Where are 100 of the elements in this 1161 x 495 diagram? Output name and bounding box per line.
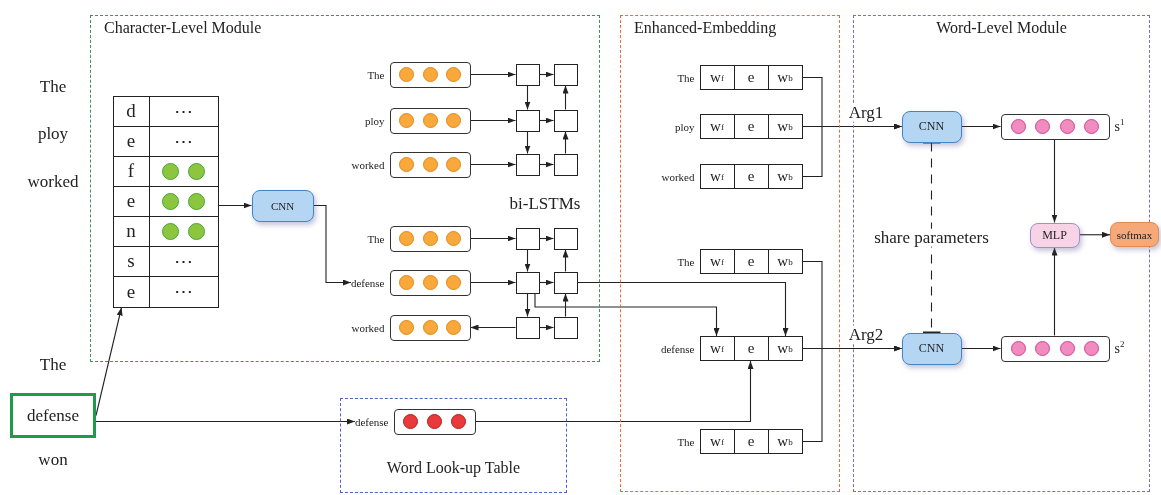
- lstm-cell: [553, 153, 578, 176]
- module-caption: bi-LSTMs: [509, 194, 581, 214]
- arrow: [524, 248, 531, 273]
- table-cell: e: [113, 276, 150, 307]
- arrow: [801, 345, 903, 443]
- embedding-cell: e: [733, 65, 769, 90]
- lstm-cell: [515, 63, 540, 86]
- lstm-cell: [515, 153, 540, 176]
- arrow: [524, 292, 531, 318]
- table-cell: e: [113, 186, 150, 217]
- word-label: ploy: [674, 120, 695, 133]
- layer-box: MLP: [1029, 222, 1080, 248]
- arrow: [960, 123, 1002, 130]
- arrow: [801, 123, 903, 178]
- edge-label: share parameters: [872, 228, 991, 247]
- arrow: [1078, 231, 1111, 238]
- word-label: defense: [660, 342, 695, 355]
- word-label: The: [367, 232, 385, 245]
- arrow: [95, 418, 356, 425]
- arrow: [538, 71, 555, 78]
- layer-box: CNN: [901, 110, 962, 143]
- table-cell-text: ⋯: [173, 280, 194, 304]
- sentence-word: The: [39, 77, 67, 97]
- edge-label: Arg1: [846, 103, 886, 122]
- sentence-word: The: [39, 355, 67, 375]
- lstm-cell: [553, 227, 578, 250]
- sentence-word: won: [38, 450, 68, 470]
- lstm-cell: [515, 109, 540, 132]
- lstm-cell: [515, 271, 540, 294]
- dashed-module-frame: [620, 15, 840, 492]
- arrow: [95, 306, 123, 417]
- module-title: Word Look-up Table: [386, 459, 521, 477]
- lstm-cell: [515, 227, 540, 250]
- embedding-cell: e: [733, 429, 769, 454]
- arrow: [562, 248, 569, 273]
- word-label: The: [677, 435, 695, 448]
- word-label: The: [677, 71, 695, 84]
- character-table: [112, 95, 219, 308]
- word-label: The: [367, 68, 385, 81]
- arrow: [312, 204, 352, 286]
- arrow: [524, 130, 531, 155]
- word-label: defense: [350, 276, 385, 289]
- arrow: [469, 161, 517, 168]
- module-title: Word-Level Module: [936, 19, 1067, 37]
- module-title: Enhanced-Embedding: [634, 19, 777, 37]
- embedding-cell: e: [733, 164, 769, 189]
- lstm-cell: [553, 63, 578, 86]
- word-label: worked: [661, 170, 695, 183]
- arrow: [217, 202, 253, 209]
- arrow: [469, 324, 517, 331]
- arrow: [576, 281, 789, 337]
- table-cell: ⋯: [149, 126, 218, 157]
- vector-label: s$^{1}$: [1114, 118, 1125, 135]
- layer-box: CNN: [251, 189, 314, 222]
- embedding-cell: e: [733, 114, 769, 139]
- lstm-cell: [553, 109, 578, 132]
- table-cell: f: [113, 156, 150, 187]
- arrow: [469, 279, 517, 286]
- lstm-cell: [553, 316, 578, 339]
- arrow: [469, 117, 517, 124]
- word-label: worked: [351, 158, 385, 171]
- dashed-module-frame: [340, 398, 567, 493]
- module-title: Character-Level Module: [104, 19, 262, 37]
- arrow: [1051, 138, 1058, 224]
- highlighted-word-box: defense: [10, 393, 96, 438]
- dashed-link: [921, 141, 942, 334]
- arrow: [960, 345, 1002, 352]
- table-cell: ⋯: [149, 246, 218, 277]
- dashed-module-frame: [90, 15, 600, 362]
- arrow: [538, 235, 555, 242]
- arrow: [538, 161, 555, 168]
- arrow: [469, 235, 517, 242]
- arrow: [538, 117, 555, 124]
- arrow: [562, 292, 569, 318]
- arrow: [524, 84, 531, 111]
- vector-label: s$^{2}$: [1114, 340, 1125, 357]
- word-label: The: [677, 255, 695, 268]
- table-cell: e: [113, 126, 150, 157]
- embedding-cell: e: [733, 249, 769, 274]
- arrow: [562, 130, 569, 155]
- layer-box: softmax: [1110, 222, 1159, 247]
- word-label: ploy: [364, 114, 385, 127]
- arrow: [1051, 246, 1058, 337]
- sentence-word: worked: [27, 172, 79, 192]
- embedding-cell: e: [733, 336, 769, 361]
- table-cell: ⋯: [149, 96, 218, 127]
- table-cell: n: [113, 216, 150, 247]
- arrow: [474, 360, 754, 423]
- arrow: [562, 84, 569, 111]
- table-cell: s: [113, 246, 150, 277]
- edge-label: Arg2: [846, 325, 886, 344]
- arrow: [538, 279, 555, 286]
- arrow: [469, 71, 517, 78]
- table-cell: d: [113, 96, 150, 127]
- layer-box: CNN: [901, 332, 962, 365]
- word-label: defense: [354, 415, 389, 428]
- word-label: worked: [351, 321, 385, 334]
- sentence-word: ploy: [37, 124, 69, 144]
- arrow: [534, 292, 720, 337]
- lstm-cell: [515, 316, 540, 339]
